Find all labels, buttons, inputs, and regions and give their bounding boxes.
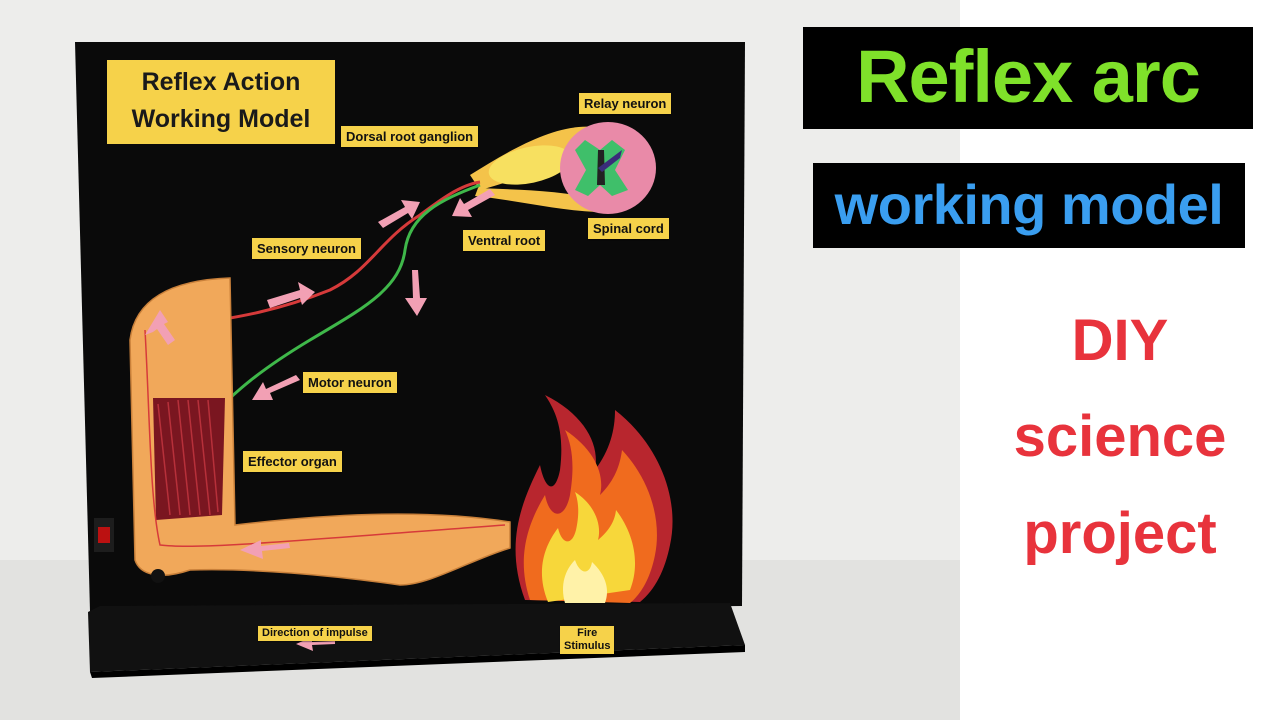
motor-wire — [183, 183, 481, 451]
label-fire-stimulus: Fire Stimulus — [560, 626, 615, 654]
label-ventral-root: Ventral root — [463, 230, 546, 251]
promo-project: project — [1023, 501, 1217, 566]
promo-title-line2: working model — [813, 163, 1245, 248]
label-relay-neuron: Relay neuron — [579, 93, 672, 114]
label-sensory-neuron: Sensory neuron — [252, 238, 361, 259]
label-motor-neuron: Motor neuron — [303, 372, 397, 393]
promo-diy: DIY — [1071, 308, 1169, 373]
arrow-icon — [378, 200, 420, 228]
arrow-icon — [452, 189, 495, 217]
promo-title-line1: Reflex arc — [803, 27, 1253, 129]
arrow-icon — [240, 540, 290, 559]
label-dorsal-root-ganglion: Dorsal root ganglion — [341, 126, 479, 147]
promo-science: science — [1013, 404, 1227, 469]
label-direction-of-impulse: Direction of impulse — [258, 626, 372, 641]
label-fire: Fire — [577, 627, 598, 639]
board-title-card: Reflex Action Working Model — [107, 60, 335, 144]
impulse-arrows — [145, 189, 495, 651]
label-effector-organ: Effector organ — [243, 451, 342, 472]
arrow-icon — [405, 270, 427, 316]
label-stimulus: Stimulus — [564, 640, 611, 652]
arrow-icon — [252, 375, 300, 400]
label-spinal-cord: Spinal cord — [588, 218, 669, 239]
arrow-icon — [145, 310, 175, 345]
arrow-icon — [267, 282, 315, 308]
board-title-line1: Reflex Action — [141, 68, 301, 96]
board-base — [88, 603, 745, 672]
fire-model — [515, 395, 673, 603]
arm-model — [129, 277, 511, 586]
spinal-cord-model — [470, 122, 656, 214]
board-title-line2: Working Model — [131, 105, 311, 133]
